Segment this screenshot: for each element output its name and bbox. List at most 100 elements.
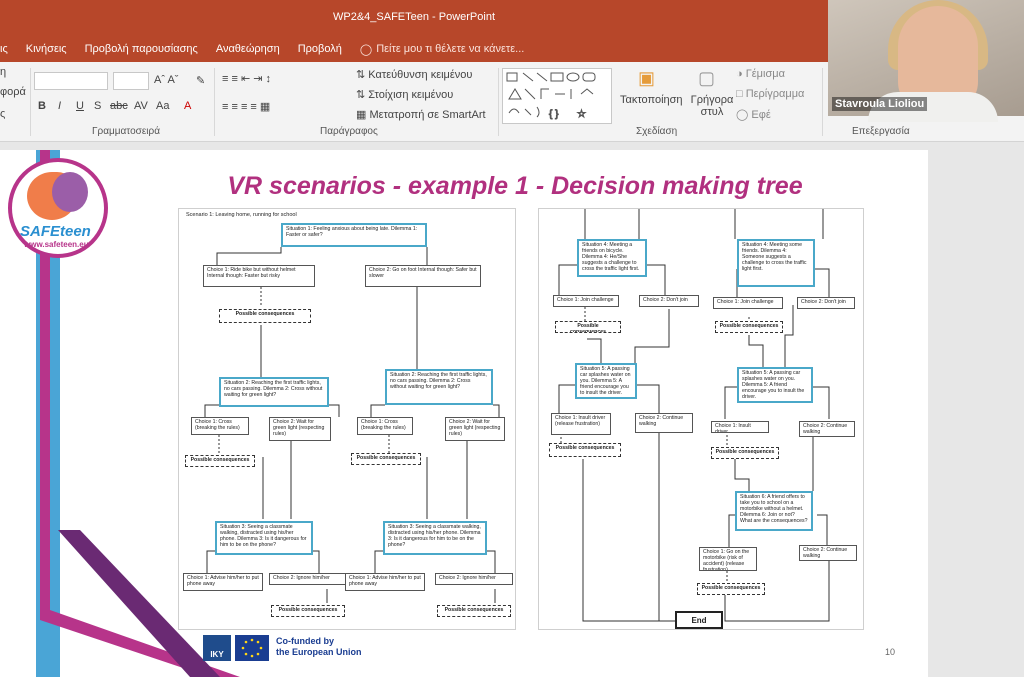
choice-motorbike: Choice 1: Go on the motorbike (risk of a…	[699, 547, 757, 571]
align-text-button[interactable]: ⇅ Στοίχιση κειμένου	[356, 89, 454, 101]
cofunded-line: Co-funded by	[276, 636, 334, 646]
situation-5-right: Situation 5: A passing car splashes wate…	[737, 367, 813, 403]
situation-1: Situation 1: Feeling anxious about being…	[281, 223, 427, 247]
possible-consequences: Possible consequences	[219, 309, 311, 323]
logo-url: www.safeteen.eu	[24, 240, 89, 249]
font-size-box[interactable]	[113, 72, 149, 90]
quick-styles-button[interactable]: Γρήγορα στυλ	[690, 94, 734, 118]
ribbon-partial-2: φορά	[0, 86, 26, 98]
case-button[interactable]: Aa	[156, 100, 170, 112]
arrange-button[interactable]: Τακτοποίηση	[620, 94, 683, 106]
possible-consequences: Possible consequences	[549, 443, 621, 457]
font-color-icon[interactable]: A	[184, 100, 192, 112]
effects-label: Εφέ	[751, 109, 771, 121]
tab-transitions[interactable]: Κινήσεις	[25, 43, 67, 55]
choice-cross-right: Choice 1: Cross (breaking the rules)	[357, 417, 413, 435]
situation-3-left: Situation 3: Seeing a classmate walking,…	[215, 521, 313, 555]
iky-logo: IKY	[203, 635, 231, 661]
bold-button[interactable]: B	[38, 100, 46, 112]
situation-4-left: Situation 4: Meeting a friends on bicycl…	[577, 239, 647, 277]
effects-button[interactable]: ◯ Εφέ	[736, 109, 771, 121]
eu-stars-icon	[241, 638, 263, 658]
align-text-label: Στοίχιση κειμένου	[368, 89, 454, 101]
end-node: End	[675, 611, 723, 629]
editing-group-label: Επεξεργασία	[852, 126, 910, 137]
choice-continue-left: Choice 2: Continue walking	[635, 413, 693, 433]
underline-button[interactable]: U	[76, 100, 84, 112]
ribbon-separator	[214, 68, 215, 136]
drawing-group-label: Σχεδίαση	[636, 126, 678, 137]
tab-view[interactable]: Προβολή	[297, 43, 342, 55]
lightbulb-icon: ◯	[359, 43, 373, 56]
spacing-button[interactable]: AV	[134, 100, 148, 112]
choice-dont-right: Choice 2: Don't join	[797, 297, 855, 309]
possible-consequences: Possible consequences	[351, 453, 421, 465]
tab-review[interactable]: Αναθεώρηση	[215, 43, 280, 55]
ribbon-separator	[30, 68, 31, 136]
tell-me-text: Πείτε μου τι θέλετε να κάνετε...	[376, 43, 525, 55]
tree-left-connectors	[204, 247, 500, 603]
shadow-button[interactable]: S	[94, 100, 102, 112]
paragraph-group-label: Παράγραφος	[320, 126, 378, 137]
tell-me-box[interactable]: ◯ Πείτε μου τι θέλετε να κάνετε...	[360, 43, 524, 56]
webcam-video: Stavroula Lioliou	[828, 0, 1024, 122]
choice-bike: Choice 1: Ride bike but without helmet I…	[203, 265, 315, 287]
possible-consequences: Possible consequences	[715, 321, 783, 333]
choice-cross-left: Choice 1: Cross (breaking the rules)	[191, 417, 249, 435]
choice-ignore-right: Choice 2: Ignore him/her	[435, 573, 513, 585]
ribbon-separator	[498, 68, 499, 136]
arrange-icon: ▣	[638, 68, 656, 88]
align-icons[interactable]: ≡ ≡ ≡ ≡ ▦	[222, 101, 271, 113]
eu-line: the European Union	[276, 647, 362, 657]
ribbon-tabs: ις Κινήσεις Προβολή παρουσίασης Αναθεώρη…	[0, 36, 828, 62]
choice-continue-6: Choice 2: Continue walking	[799, 545, 857, 561]
choice-insult-right: Choice 1: Insult driver	[711, 421, 769, 433]
right-pane	[928, 150, 1024, 677]
possible-consequences: Possible consequences	[437, 605, 511, 617]
choice-ignore-left: Choice 2: Ignore him/her	[269, 573, 349, 585]
ribbon-separator	[822, 68, 823, 136]
presenter-name: Stavroula Lioliou	[832, 97, 928, 111]
strikethrough-button[interactable]: abc	[110, 100, 128, 112]
slide-title: VR scenarios - example 1 - Decision maki…	[227, 172, 803, 200]
outline-button[interactable]: □ Περίγραμμα	[736, 88, 805, 100]
situation-4-right: Situation 4: Meeting some friends. Dilem…	[737, 239, 815, 287]
choice-dont-left: Choice 2: Don't join	[639, 295, 699, 307]
situation-5-left: Situation 5: A passing car splashes wate…	[575, 363, 637, 399]
slide-stripes-decoration	[36, 150, 240, 677]
situation-3-right: Situation 3: Seeing a classmate walking,…	[383, 521, 487, 555]
possible-consequences: Possible consequences	[271, 605, 345, 617]
bullets-icon[interactable]: ≡ ≡ ⇤ ⇥ ↕	[222, 73, 271, 85]
logo-mark-purple	[52, 172, 88, 212]
possible-consequences: Possible consequences	[555, 321, 621, 333]
font-group-label: Γραμματοσειρά	[92, 126, 160, 137]
tab-slideshow[interactable]: Προβολή παρουσίασης	[84, 43, 198, 55]
shapes-gallery[interactable]: { }☆	[502, 68, 612, 124]
choice-continue-right: Choice 2: Continue walking	[799, 421, 855, 437]
fill-label: Γέμισμα	[745, 68, 785, 80]
situation-2-left: Situation 2: Reaching the first traffic …	[219, 377, 329, 407]
title-bar: WP2&4_SAFETeen - PowerPoint	[0, 0, 828, 36]
clear-format-icon[interactable]: ✎	[196, 75, 206, 87]
possible-consequences: Possible consequences	[697, 583, 765, 595]
logo-text: SAFEteen	[20, 223, 91, 240]
ribbon-partial-3: ς	[0, 108, 6, 120]
choice-wait-left: Choice 2: Wait for green light (respecti…	[269, 417, 331, 441]
italic-button[interactable]: I	[58, 100, 62, 112]
eu-cofunded-text: Co-funded by the European Union	[276, 636, 362, 658]
tab-partial[interactable]: ις	[0, 43, 8, 55]
choice-insult-left: Choice 1: Insult driver (release frustra…	[551, 413, 611, 435]
choice-foot: Choice 2: Go on foot Internal though: Sa…	[365, 265, 481, 287]
smartart-button[interactable]: ▦ Μετατροπή σε SmartArt	[356, 109, 486, 121]
situation-6: Situation 6: A friend offers to take you…	[735, 491, 813, 531]
font-name-box[interactable]	[34, 72, 108, 90]
text-direction-button[interactable]: ⇅ Κατεύθυνση κειμένου	[356, 69, 473, 81]
choice-join-right: Choice 1: Join challenge	[713, 297, 783, 309]
fill-button[interactable]: ◑ Γέμισμα	[736, 68, 785, 80]
choice-join-left: Choice 1: Join challenge	[553, 295, 619, 307]
tree-right-connectors	[558, 209, 830, 622]
outline-label: Περίγραμμα	[745, 88, 805, 100]
text-direction-label: Κατεύθυνση κειμένου	[368, 69, 473, 81]
quick-styles-icon: ▢	[698, 68, 716, 88]
grow-font-icon[interactable]: Aˆ Aˇ	[154, 74, 179, 86]
